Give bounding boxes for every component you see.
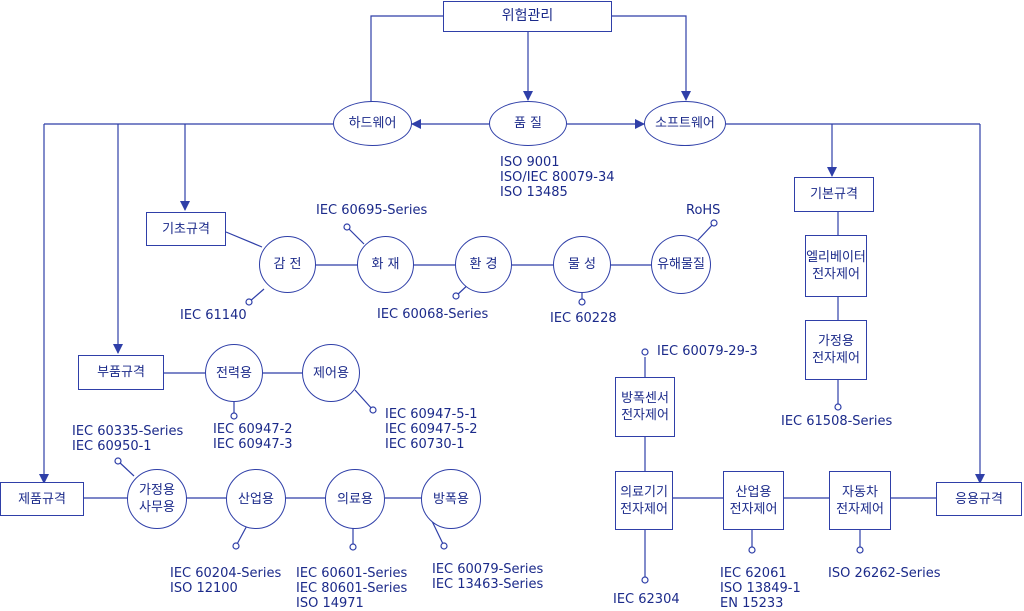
iec60079-series-label: IEC 60079-Series IEC 13463-Series <box>432 562 544 592</box>
anchor-dot <box>343 223 351 231</box>
iec60204-label: IEC 60204-Series ISO 12100 <box>170 566 282 596</box>
iec60335-label: IEC 60335-Series IEC 60950-1 <box>72 424 184 454</box>
anchor-dot <box>834 403 842 411</box>
line-basic-chain <box>225 231 653 266</box>
anchor-dot <box>856 546 864 554</box>
anchor-dot <box>230 412 238 420</box>
explosion-sensor-ec-box: 방폭센서 전자제어 <box>615 377 675 437</box>
iec60947-control-label: IEC 60947-5-1 IEC 60947-5-2 IEC 60730-1 <box>385 407 478 452</box>
software-node: 소프트웨어 <box>644 101 726 146</box>
household-office-node: 가정용 사무용 <box>127 469 187 529</box>
anchor-dot <box>710 219 718 227</box>
anchor-dot <box>641 348 649 356</box>
household-ec-box: 가정용 전자제어 <box>805 320 867 380</box>
explosion-proof-node: 방폭용 <box>421 469 481 529</box>
leader-iec60947-control <box>354 389 374 411</box>
iec61508-label: IEC 61508-Series <box>781 414 893 429</box>
control-node: 제어용 <box>302 344 360 402</box>
anchor-dot <box>641 576 649 584</box>
arrow-risk-to-hardware <box>366 15 443 116</box>
industrial-node: 산업용 <box>226 469 286 529</box>
fire-node: 화 재 <box>357 236 414 293</box>
leader-iec60335 <box>117 460 135 477</box>
component-standard-box: 부품규격 <box>78 355 164 390</box>
iec60228-label: IEC 60228 <box>550 311 617 326</box>
power-node: 전력용 <box>205 344 263 402</box>
medical-device-ec-box: 의료기기 전자제어 <box>615 471 673 530</box>
industrial-ec-box: 산업용 전자제어 <box>723 471 784 530</box>
quality-iso-label: ISO 9001 ISO/IEC 80079-34 ISO 13485 <box>500 155 615 200</box>
medical-node: 의료용 <box>325 469 385 529</box>
quality-node: 품 질 <box>489 101 567 146</box>
product-standard-box: 제품규격 <box>0 482 84 516</box>
iec60079-29-3-label: IEC 60079-29-3 <box>657 344 758 359</box>
anchor-dot <box>440 542 448 550</box>
iec61140-label: IEC 61140 <box>180 308 247 323</box>
material-node: 물 성 <box>553 236 611 293</box>
leader-rohs <box>697 222 715 241</box>
elevator-ec-box: 엘리베이터 전자제어 <box>805 235 867 297</box>
risk-management-box: 위험관리 <box>443 1 612 32</box>
environment-node: 환 경 <box>455 236 512 293</box>
fundamental-standard-box: 기본규격 <box>794 177 874 212</box>
anchor-dot <box>114 457 122 465</box>
anchor-dot <box>349 543 357 551</box>
anchor-dot <box>748 546 756 554</box>
anchor-dot <box>452 292 460 300</box>
iso26262-label: ISO 26262-Series <box>828 566 941 581</box>
iec62304-label: IEC 62304 <box>613 592 680 607</box>
leader-iec60695 <box>346 226 365 245</box>
iec60947-power-label: IEC 60947-2 IEC 60947-3 <box>213 422 293 452</box>
electric-shock-node: 감 전 <box>259 236 316 293</box>
anchor-dot <box>369 406 377 414</box>
anchor-dot <box>245 298 253 306</box>
iec62061-label: IEC 62061 ISO 13849-1 EN 15233 <box>720 566 801 611</box>
auto-ec-box: 자동차 전자제어 <box>829 471 891 530</box>
rohs-label: RoHS <box>686 203 721 218</box>
hardware-node: 하드웨어 <box>333 101 412 146</box>
anchor-dot <box>232 542 240 550</box>
application-standard-box: 응용규격 <box>936 482 1022 516</box>
iec60601-label: IEC 60601-Series IEC 80601-Series ISO 14… <box>296 566 408 611</box>
anchor-dot <box>578 298 586 306</box>
iec60068-label: IEC 60068-Series <box>377 307 489 322</box>
iec60695-label: IEC 60695-Series <box>316 203 428 218</box>
basic-standard-box: 기초규격 <box>146 212 226 246</box>
hazardous-substance-node: 유해물질 <box>651 235 711 294</box>
arrow-risk-to-software <box>612 15 691 101</box>
